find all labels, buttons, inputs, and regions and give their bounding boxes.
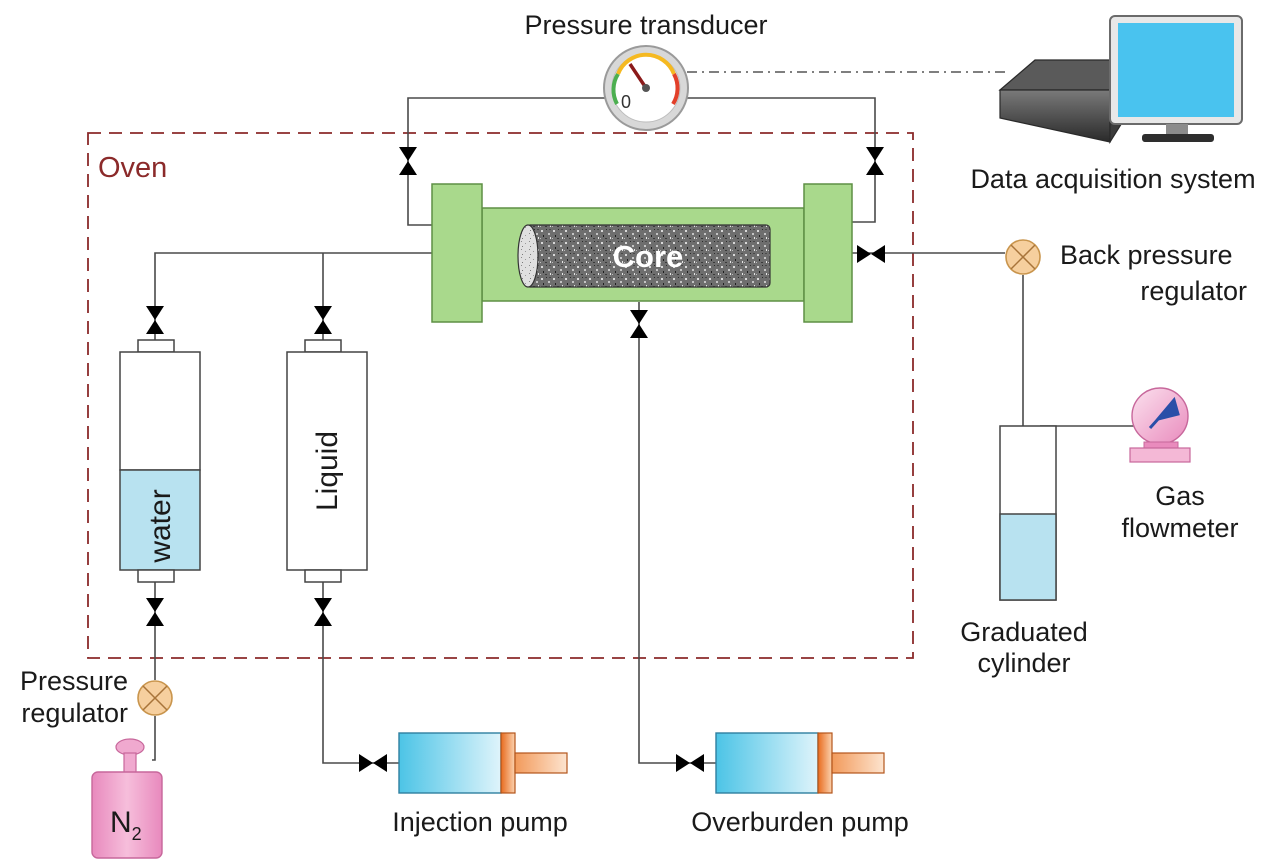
data-acquisition-system: Data acquisition system (970, 15, 1256, 194)
overburden-pump-cylinder (715, 732, 819, 794)
graduated-cylinder-label-line2: cylinder (977, 648, 1070, 678)
back-pressure-regulator[interactable] (1005, 239, 1041, 275)
gas-flowmeter (1129, 387, 1191, 463)
valve-transducer-left[interactable] (399, 147, 417, 175)
valve-water-bottom[interactable] (146, 598, 164, 626)
monitor-neck (1166, 124, 1188, 136)
pressure-transducer: 0 Pressure transducer (524, 10, 768, 131)
injection-pump-label: Injection pump (392, 807, 568, 837)
graduated-cylinder-label-line1: Graduated (960, 617, 1088, 647)
back-pressure-label-line1: Back pressure (1060, 240, 1233, 270)
valve-transducer-right[interactable] (866, 147, 884, 175)
graduated-cylinder-liquid (999, 513, 1057, 601)
core-label: Core (613, 239, 684, 274)
n2-label-main: N (110, 806, 132, 839)
pressure-transducer-label: Pressure transducer (524, 10, 767, 40)
pressure-regulator-label-line1: Pressure (20, 666, 128, 696)
valve-overburden[interactable] (676, 754, 704, 772)
liquid-label: Liquid (311, 431, 344, 511)
injection-pump-cylinder (398, 732, 502, 794)
core-holder: Core (431, 183, 853, 323)
core-holder-left-flange (431, 183, 483, 323)
valve-liquid-bottom[interactable] (314, 598, 332, 626)
valve-liquid-top[interactable] (314, 306, 332, 334)
water-label: water (144, 489, 177, 563)
monitor-screen (1118, 23, 1234, 117)
n2-label: N2 (110, 806, 142, 844)
valve-injection[interactable] (359, 754, 387, 772)
pressure-regulator-label-line2: regulator (21, 698, 128, 728)
graduated-cylinder (999, 425, 1057, 601)
valve-water-top[interactable] (146, 306, 164, 334)
core-sample-end (517, 224, 539, 288)
oven-boundary (87, 132, 914, 659)
overburden-pump-label: Overburden pump (691, 807, 909, 837)
injection-pump-rod (514, 752, 568, 774)
valve-outlet[interactable] (857, 245, 885, 263)
oven-label: Oven (98, 152, 167, 184)
water-fill (119, 469, 201, 571)
n2-bottle: N2 (91, 738, 163, 859)
overburden-pump-piston (817, 732, 833, 794)
gas-flowmeter-label-line2: flowmeter (1121, 513, 1238, 543)
valve-overburden-top[interactable] (630, 310, 648, 338)
back-pressure-label-line2: regulator (1140, 276, 1247, 306)
n2-bottle-body (91, 771, 163, 859)
monitor-stand (1142, 134, 1214, 142)
gauge-zero-label: 0 (621, 92, 631, 112)
flowmeter-arrow-icon (1148, 396, 1180, 430)
liquid-cylinder: Liquid (286, 339, 368, 583)
das-computer-front (999, 89, 1111, 143)
gas-flowmeter-label-line1: Gas (1155, 481, 1205, 511)
core-holder-right-flange (803, 183, 853, 323)
n2-bottle-neck (123, 752, 137, 774)
injection-pump (398, 732, 568, 794)
pressure-regulator[interactable] (137, 680, 173, 716)
water-cylinder: water (119, 339, 201, 583)
data-acquisition-label: Data acquisition system (970, 164, 1255, 194)
overburden-pump (715, 732, 885, 794)
overburden-pump-rod (831, 752, 885, 774)
injection-pump-piston (500, 732, 516, 794)
n2-label-subscript: 2 (132, 824, 142, 844)
